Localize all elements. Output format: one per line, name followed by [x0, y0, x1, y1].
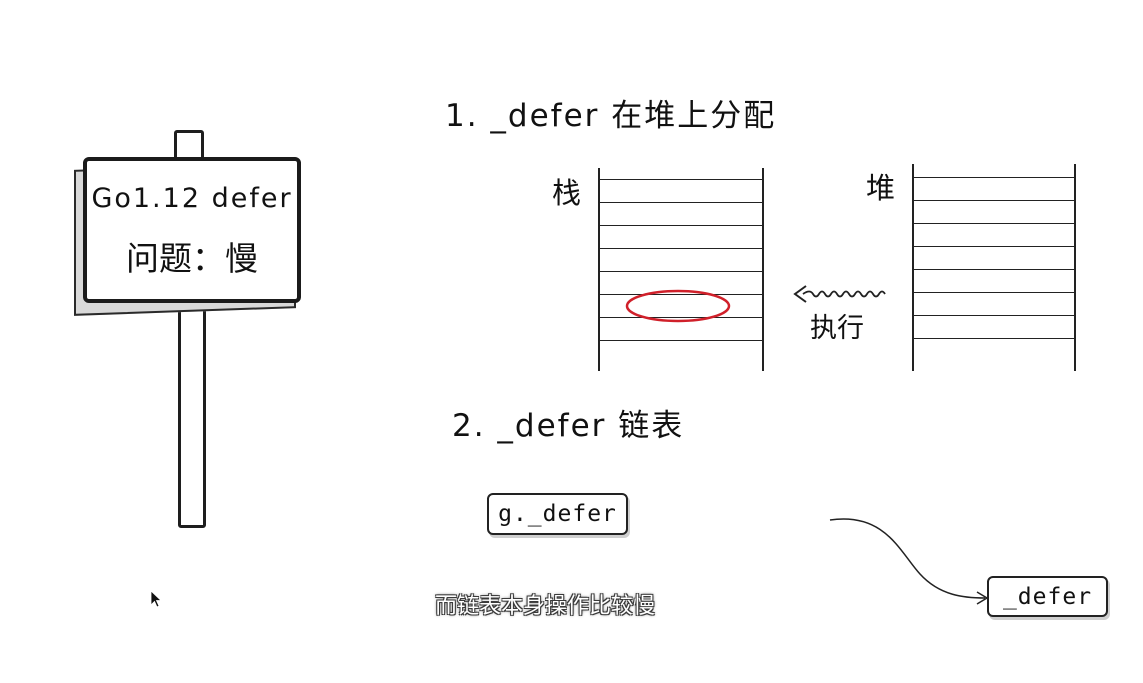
g-defer-box: g._defer — [487, 493, 628, 535]
sign-title: Go1.12 defer — [91, 183, 293, 214]
mouse-pointer-icon — [150, 590, 163, 608]
heap-row — [914, 338, 1074, 361]
stack-row — [600, 317, 762, 340]
stack-diagram — [598, 168, 764, 371]
highlight-ellipse — [625, 289, 731, 323]
signpost-pole — [178, 292, 206, 528]
heap-row — [914, 315, 1074, 338]
stack-row — [600, 294, 762, 317]
heap-row — [914, 292, 1074, 315]
signpost-board — [83, 157, 301, 303]
heap-row — [914, 246, 1074, 269]
execute-label: 执行 — [810, 313, 864, 344]
heap-row — [914, 177, 1074, 200]
subtitle-caption: 而链表本身操作比较慢 — [434, 594, 655, 619]
heap-label: 堆 — [866, 171, 896, 205]
defer-node-box: _defer — [987, 576, 1108, 617]
heap-row — [914, 200, 1074, 223]
wavy-arrow-icon — [793, 285, 886, 303]
stack-row — [600, 202, 762, 225]
heap-row — [914, 223, 1074, 246]
stack-row — [600, 248, 762, 271]
stack-row — [600, 179, 762, 202]
stack-row — [600, 271, 762, 294]
stack-row — [600, 340, 762, 363]
stack-row — [600, 225, 762, 248]
stack-label: 栈 — [552, 176, 582, 210]
section1-title: 1. _defer 在堆上分配 — [445, 98, 777, 134]
heap-diagram — [912, 164, 1076, 371]
heap-row — [914, 269, 1074, 292]
section2-title: 2. _defer 链表 — [452, 408, 685, 444]
sign-problem: 问题：慢 — [126, 239, 258, 278]
